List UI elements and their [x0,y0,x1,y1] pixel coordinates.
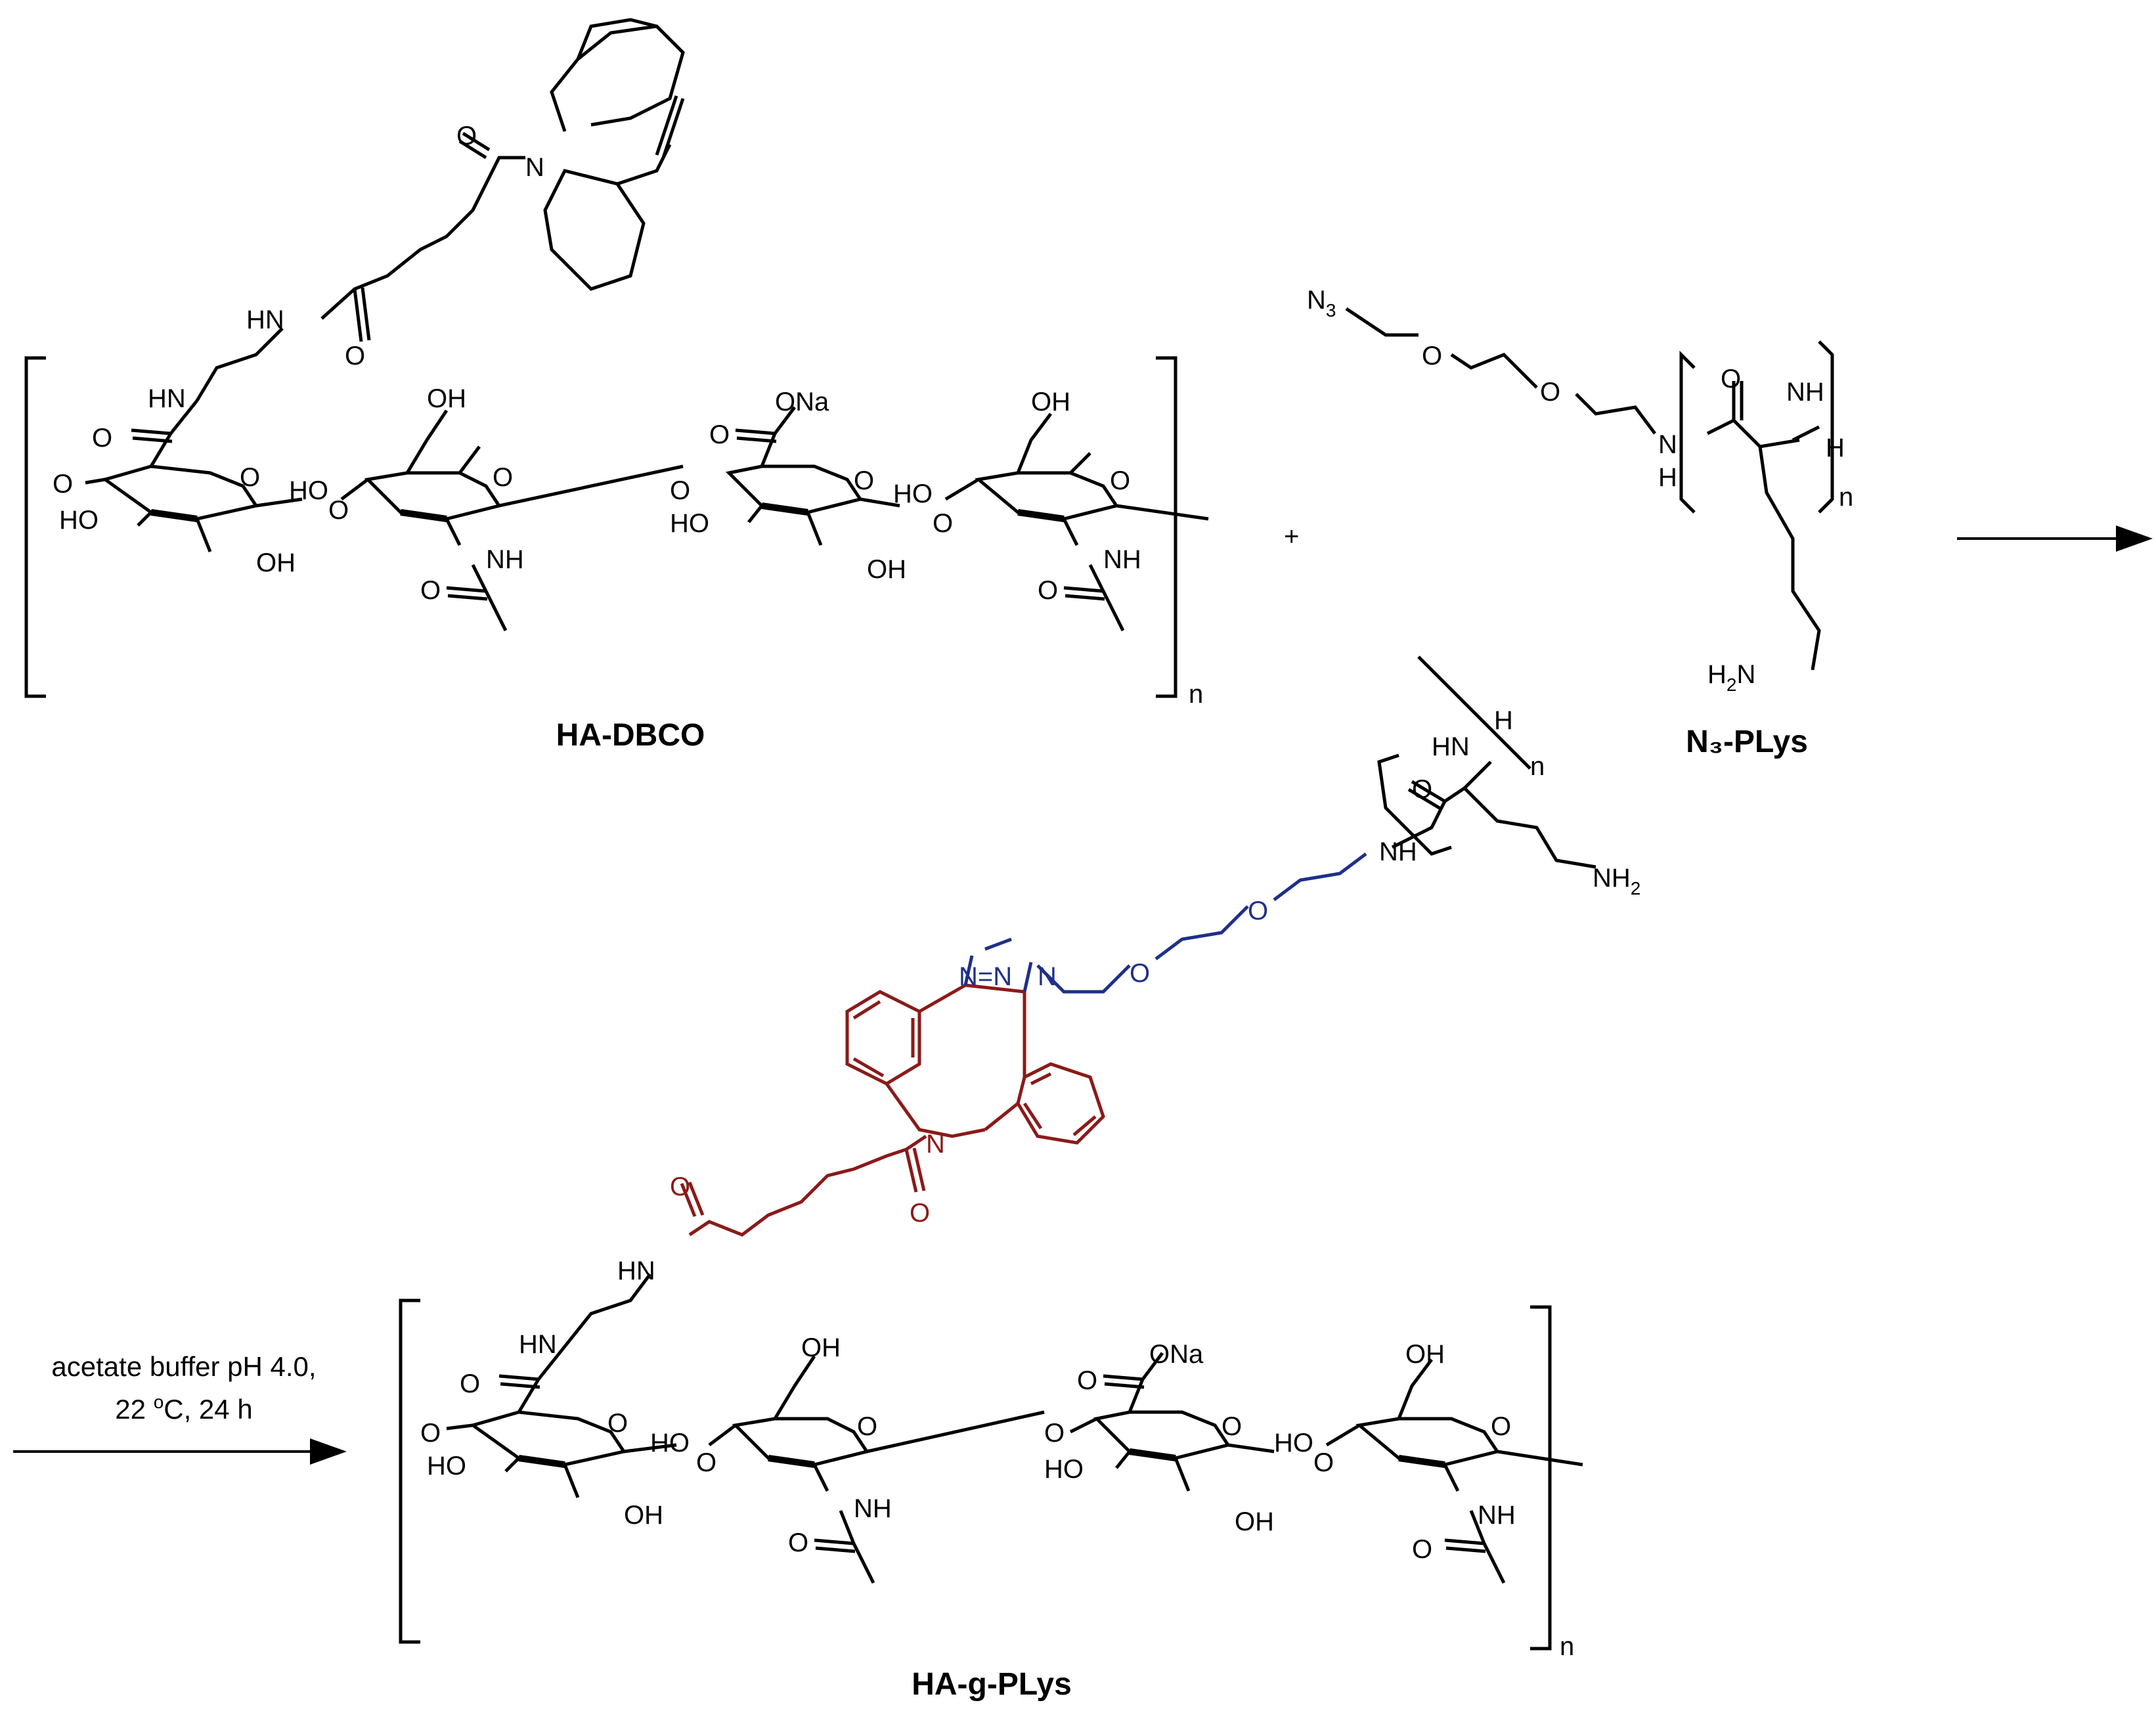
svg-text:N: N [525,153,544,182]
ha-g-plys-dbco-segment [680,983,1105,1237]
svg-text:O: O [1130,959,1150,988]
svg-text:HO: HO [289,476,328,505]
svg-text:HO: HO [59,506,99,535]
condition-line-2: 22 oC, 24 h [115,1392,252,1425]
svg-text:HN: HN [148,384,186,413]
svg-text:H: H [1494,706,1513,735]
svg-text:O: O [1077,1366,1097,1395]
svg-text:O: O [345,342,365,370]
svg-text:O: O [670,476,690,505]
svg-text:N: N [1658,430,1677,459]
svg-text:OH: OH [427,384,466,413]
n3-plys-structure [1345,307,1834,671]
svg-text:OH: OH [256,548,296,577]
svg-text:OH: OH [801,1333,841,1362]
nh2-group: NH2 [1593,864,1640,899]
svg-text:N: N [926,1130,945,1159]
svg-text:O: O [493,463,513,492]
svg-text:O: O [1412,1535,1432,1564]
svg-text:O: O [1721,365,1741,393]
ha-dbco-atoms: O N HN O HN O O O HO OH OH HO O O NH O O… [53,122,1203,709]
svg-text:O: O [1044,1419,1065,1448]
svg-text:ONa: ONa [1149,1340,1204,1369]
svg-text:O: O [1313,1448,1334,1477]
svg-text:O: O [1038,576,1058,605]
ha-g-plys-atoms: HN O O N N=N N O O NH O HN H n NH2 HN O … [420,706,1640,1661]
n3-plys-atoms: N3 O O N H O NH H n H2N [1307,286,1853,695]
svg-text:n: n [1189,680,1203,709]
svg-text:HN: HN [246,305,284,334]
svg-text:O: O [460,1369,480,1398]
svg-text:OH: OH [867,555,906,584]
svg-text:H: H [1658,463,1677,492]
svg-text:n: n [1530,752,1545,781]
svg-text:O: O [670,1172,690,1201]
h2n-group: H2N [1707,660,1755,695]
svg-text:O: O [607,1409,628,1438]
ha-g-plys-triazole-linker [963,853,1367,994]
svg-text:O: O [933,509,953,538]
svg-text:O: O [240,463,260,492]
svg-text:n: n [1839,483,1853,512]
svg-text:O: O [1110,466,1130,495]
svg-text:NH: NH [854,1494,892,1523]
svg-text:O: O [53,470,73,499]
svg-text:O: O [788,1528,808,1557]
ha-dbco-label: HA-DBCO [556,718,705,753]
svg-text:n: n [1560,1632,1574,1661]
svg-text:O: O [709,420,730,449]
ha-g-plys-structure [399,1273,1583,1651]
svg-text:HO: HO [427,1452,466,1480]
svg-text:O: O [328,496,349,525]
svg-text:NH: NH [1379,837,1417,866]
svg-text:HO: HO [650,1429,690,1457]
svg-text:O: O [857,1412,877,1441]
svg-text:O: O [696,1448,716,1477]
condition-line-1: acetate buffer pH 4.0, [51,1351,316,1382]
svg-text:N=N: N=N [959,962,1012,991]
svg-text:HO: HO [670,509,709,538]
svg-text:HN: HN [519,1330,557,1359]
svg-text:O: O [420,576,441,605]
svg-text:O: O [92,424,112,453]
svg-text:O: O [1412,775,1432,804]
n3-plys-label: N₃-PLys [1686,724,1808,759]
svg-text:O: O [854,466,874,495]
ha-dbco-structure [24,18,1209,698]
plus-sign: + [1284,522,1299,551]
svg-text:HO: HO [893,479,933,508]
svg-text:HO: HO [1274,1429,1313,1457]
svg-text:HO: HO [1044,1455,1084,1484]
svg-text:H: H [1826,433,1845,462]
n3-group: N3 [1307,286,1336,321]
svg-text:O: O [1248,897,1268,925]
svg-text:NH: NH [1103,545,1141,574]
svg-text:OH: OH [624,1501,663,1530]
svg-text:O: O [1221,1412,1242,1441]
svg-text:OH: OH [1405,1340,1445,1369]
svg-text:OH: OH [1235,1507,1274,1536]
svg-text:N: N [1038,962,1057,991]
ha-g-plys-label: HA-g-PLys [912,1667,1072,1702]
svg-text:O: O [1540,378,1560,407]
svg-text:O: O [420,1419,441,1448]
svg-text:HN: HN [1432,732,1470,761]
svg-text:NH: NH [486,545,524,574]
svg-text:O: O [910,1199,930,1228]
svg-text:O: O [1491,1412,1511,1441]
svg-text:OH: OH [1031,388,1070,416]
svg-text:O: O [1422,342,1442,370]
svg-text:O: O [456,122,477,150]
svg-text:ONa: ONa [775,388,829,416]
svg-text:HN: HN [617,1256,655,1285]
ha-g-plys-lysine [1377,655,1596,869]
svg-text:NH: NH [1478,1501,1516,1530]
svg-text:NH: NH [1786,378,1824,407]
